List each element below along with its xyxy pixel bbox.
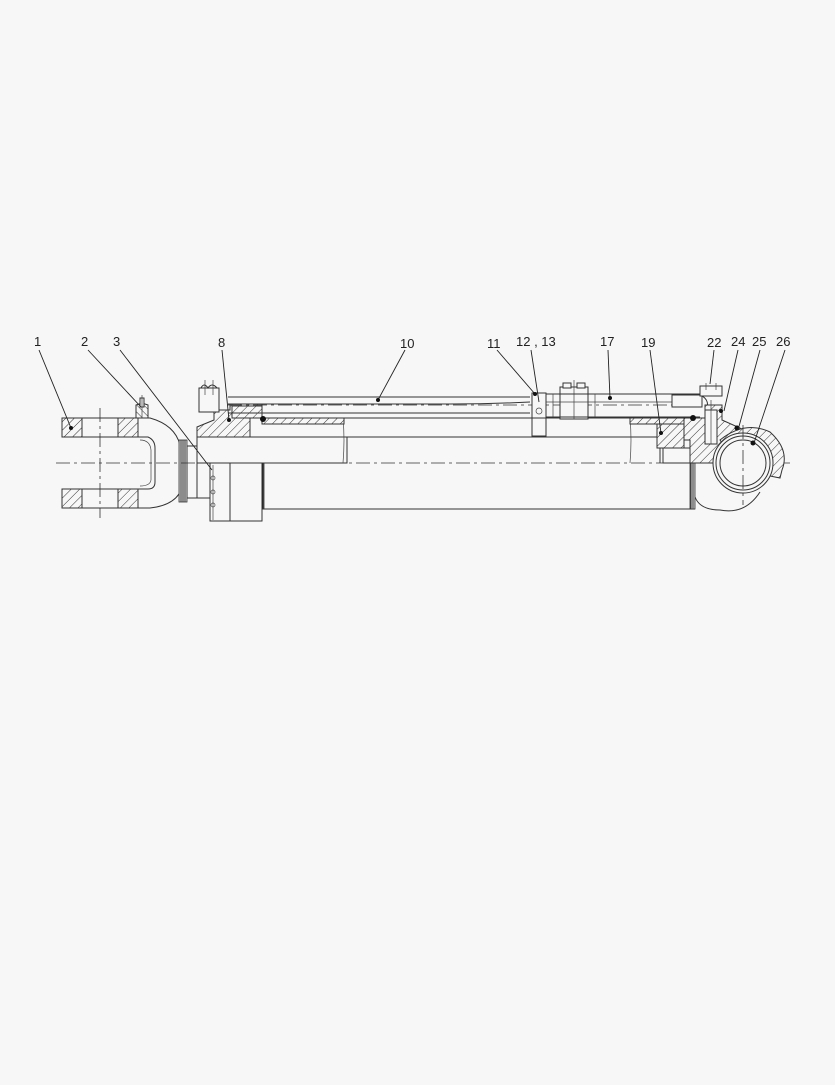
callout-3: 3: [113, 334, 121, 349]
callout-24: 24: [731, 334, 746, 349]
leader-lines: [38, 349, 786, 471]
hydraulic-line: [228, 380, 709, 437]
cylinder-barrel: [196, 417, 705, 510]
callout-22: 22: [707, 335, 722, 350]
callout-12-13: 12 , 13: [516, 334, 556, 349]
callout-10: 10: [400, 336, 415, 351]
callout-25: 25: [752, 334, 767, 349]
head-gland: [196, 380, 266, 522]
callout-19: 19: [641, 335, 656, 350]
eye-bushing: [694, 425, 785, 512]
callout-17: 17: [600, 334, 615, 349]
callout-1: 1: [34, 334, 42, 349]
callout-8: 8: [218, 335, 226, 350]
callout-2: 2: [81, 334, 89, 349]
clevis-yoke: [61, 395, 198, 518]
callout-11: 11: [487, 336, 501, 351]
callout-26: 26: [776, 334, 791, 349]
